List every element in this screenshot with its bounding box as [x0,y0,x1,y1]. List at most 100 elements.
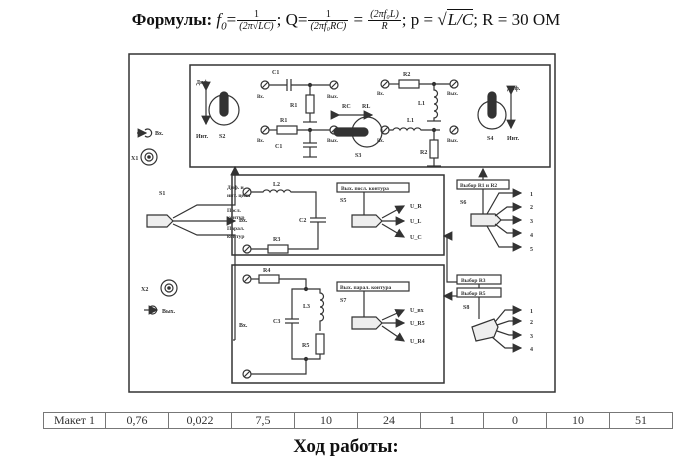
output-jack-label: Вых. [162,309,176,315]
p-sqrt: L/C [446,9,474,29]
formulas-label: Формулы: [131,10,213,29]
selector-s1[interactable] [146,165,240,340]
s4-bottom-label: Инт. [507,136,520,142]
table-cell: 24 [357,412,421,429]
s6-out-5: 5 [530,247,533,253]
parallel-r5-label: R5 [302,343,309,349]
s7-box-label: Вых. парал. контура [340,285,392,291]
s1-opt2-line1: Посл. [227,208,242,214]
p-formula: ; p = √ [401,10,447,29]
s3-left-label: RC [342,104,351,110]
s1-opt1-line2: инт. цепи [227,193,251,199]
s5-name: S5 [340,198,346,204]
rc-bottom-in: Вх. [257,139,265,144]
s5-box-label: Вых. посл. контура [341,186,389,192]
s6-out-3: 3 [530,219,533,225]
s2-name: S2 [219,134,225,140]
parallel-circuit [242,274,325,379]
input-jack-x1[interactable] [140,148,158,166]
section-heading: Ход работы: [293,436,399,457]
formulas-line: Формулы: f0=1(2π√LC); Q=1(2πf₀RC) = (2πf… [131,9,561,33]
rc-top-r-label: R1 [290,103,297,109]
input-jack-name: X1 [131,156,138,162]
table-cell: 51 [609,412,673,429]
s6-out-4: 4 [530,233,533,239]
output-jack-name: X2 [141,287,148,293]
s2-bottom-label: Инт. [196,134,209,140]
table-cell: 7,5 [231,412,295,429]
table-cell: 0,022 [168,412,232,429]
s4-name: S4 [487,136,493,142]
s8-name: S8 [463,305,469,311]
rc-bottom-out: Вых. [327,139,339,144]
s3-name: S3 [355,153,361,159]
series-c-label: C2 [299,218,306,224]
s7-out-uvx: U_вх [410,308,424,314]
rl-bottom-out: Вых. [447,139,459,144]
output-jack-x2[interactable] [160,279,178,297]
s7-box [336,281,410,292]
table-row: Макет 1 0,76 0,022 7,5 10 24 1 0 10 51 [43,412,673,429]
s8-r5-label: Выбор R5 [461,290,486,297]
q-equals: = [353,10,364,29]
table-cell: 0,76 [105,412,169,429]
rl-top-r-label: R2 [403,72,410,78]
series-l-label: L2 [273,182,280,188]
s1-opt2-line2: контур [227,215,244,221]
rc-top-out: Вых. [327,95,339,100]
table-cell: 1 [420,412,484,429]
rl-bottom-in: Вх. [377,139,385,144]
s7-name: S7 [340,298,346,304]
s1-opt3-line2: контур [227,234,244,240]
series-r-label: R3 [273,237,280,243]
rl-top-in: Вх. [377,92,385,97]
s8-out-3: 3 [530,334,533,340]
selector-s8[interactable] [471,284,523,353]
parallel-r4-label: R4 [263,268,270,274]
q-lhs: ; Q= [276,10,308,29]
params-table: Макет 1 0,76 0,022 7,5 10 24 1 0 10 51 [43,412,673,429]
switch-s2[interactable] [201,81,240,126]
switch-s3[interactable] [330,110,383,148]
s1-opt3-line1: Парал. [227,226,245,232]
s8-r3-label: Выбор R3 [461,277,486,284]
table-cell: Макет 1 [43,412,106,429]
s6-name: S6 [460,200,466,206]
selector-s5[interactable] [351,192,406,238]
s6-out-1: 1 [530,192,533,198]
rc-diff-circuit [260,79,339,123]
s5-out-uc: U_C [410,235,422,241]
s8-out-2: 2 [530,320,533,326]
selector-s7[interactable] [351,291,406,342]
q-fraction-2: (2πf₀L)R [368,9,401,33]
s5-out-ur: U_R [410,204,422,210]
series-circuit [242,187,326,254]
outer-frame [128,53,556,393]
table-cell: 0 [483,412,547,429]
s6-box-label: Выбор R1 и R2 [460,182,497,189]
s7-out-ur4: U_R4 [410,339,425,345]
rl-top-out: Вых. [447,92,459,97]
parallel-l-label: L3 [303,304,310,310]
rc-bottom-c-label: C1 [275,144,282,150]
top-panel [189,64,551,168]
s8-out-4: 4 [530,347,533,353]
rc-bottom-r-label: R1 [280,118,287,124]
input-jack-label: Вх. [155,131,164,137]
table-cell: 10 [294,412,358,429]
switch-s4[interactable] [477,85,516,130]
rl-top-l-label: L1 [418,101,425,107]
s6-out-2: 2 [530,205,533,211]
parallel-contour-panel [231,264,445,384]
s7-out-ur5: U_R5 [410,321,425,327]
series-contour-panel [231,174,445,256]
rl-bottom-l-label: L1 [407,118,414,124]
selector-s6[interactable] [470,188,523,252]
rl-bottom-r-label: R2 [420,150,427,156]
parallel-c-label: C3 [273,319,280,325]
f0-fraction: 1(2π√LC) [237,9,276,33]
series-in-label: Вх. [239,218,248,224]
input-arrow-icon [137,128,153,138]
parallel-in-label: Вх. [239,323,248,329]
r-value: ; R = 30 ОМ [473,10,561,29]
